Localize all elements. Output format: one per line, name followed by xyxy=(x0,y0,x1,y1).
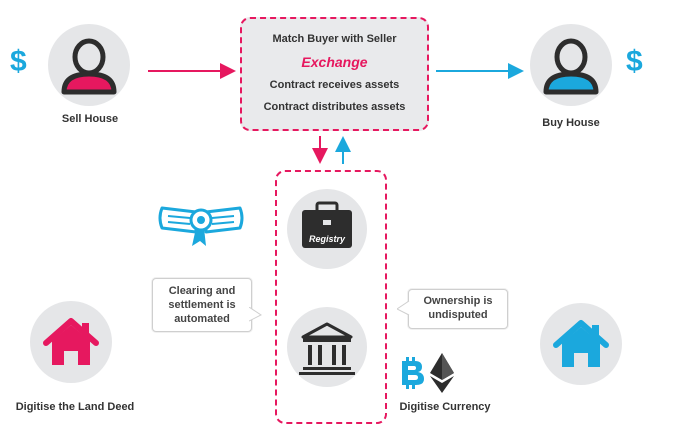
exchange-box: Match Buyer with Seller Exchange Contrac… xyxy=(240,17,429,131)
land-deed-circle xyxy=(30,301,112,383)
seller-avatar xyxy=(48,24,130,106)
currency-circle xyxy=(540,303,622,385)
ownership-callout: Ownership is undisputed xyxy=(408,289,508,329)
exchange-distributes-text: Contract distributes assets xyxy=(263,101,406,113)
house-icon xyxy=(43,318,99,365)
ownership-callout-text: Ownership is undisputed xyxy=(423,295,493,321)
clearing-callout: Clearing and settlement is automated xyxy=(152,278,252,332)
seller-dollar-sign: $ xyxy=(10,45,27,78)
registry-circle: Registry xyxy=(287,189,367,269)
ethereum-icon xyxy=(430,353,454,393)
exchange-receives-text: Contract receives assets xyxy=(269,79,400,91)
clearing-callout-text: Clearing and settlement is automated xyxy=(168,285,236,325)
buyer-avatar xyxy=(530,24,612,106)
briefcase-icon xyxy=(302,201,352,248)
certificate-icon xyxy=(158,206,244,246)
exchange-match-text: Match Buyer with Seller xyxy=(272,33,397,45)
currency-label: Digitise Currency xyxy=(399,401,491,413)
person-icon xyxy=(543,38,599,95)
house-icon xyxy=(553,320,609,367)
buyer-label: Buy House xyxy=(542,117,600,129)
registry-label: Registry xyxy=(308,234,345,244)
ownership-callout-tail xyxy=(397,301,410,316)
bank-icon xyxy=(299,322,355,375)
clearing-callout-tail xyxy=(249,307,262,322)
seller-label: Sell House xyxy=(61,113,119,125)
person-icon xyxy=(61,38,117,95)
exchange-title: Exchange xyxy=(301,54,368,70)
bitcoin-icon xyxy=(402,357,424,389)
bank-circle xyxy=(287,307,367,387)
buyer-dollar-sign: $ xyxy=(626,45,643,78)
land-deed-label: Digitise the Land Deed xyxy=(15,401,135,413)
